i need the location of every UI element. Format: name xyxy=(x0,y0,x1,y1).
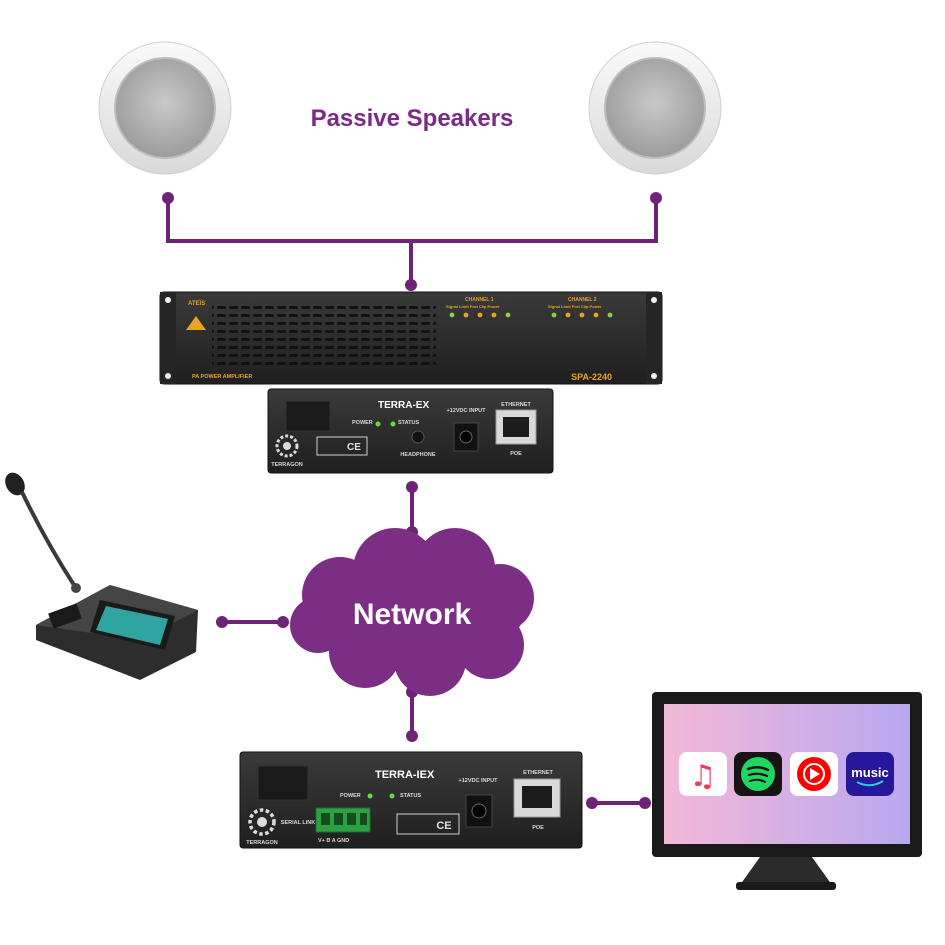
console-touchscreen xyxy=(96,606,168,645)
smart-tv: ♫ music xyxy=(652,692,922,890)
music-note-icon: ♫ xyxy=(690,759,717,794)
power-led xyxy=(375,421,381,427)
terra-ex-headphone-label: HEADPHONE xyxy=(400,452,435,458)
speaker-right xyxy=(588,41,722,175)
paging-microphone-console xyxy=(5,472,198,680)
terra-ex-brand: TERRAGON xyxy=(271,462,303,468)
speaker-connectors xyxy=(166,198,658,805)
power-amplifier: ATEÏS PA POWER AMPLIFIER SPA-2240 CHANNE… xyxy=(159,291,663,385)
amplifier-model: SPA-2240 xyxy=(571,372,612,382)
speaker-left xyxy=(98,41,232,175)
status-led xyxy=(389,793,395,799)
network-label: Network xyxy=(353,598,472,631)
terra-iex-name: TERRA-IEX xyxy=(375,769,435,781)
network-cloud xyxy=(290,528,534,696)
headphone-jack-icon xyxy=(411,430,425,444)
amplifier-indicators-2: Signal Limit Prot Clip Power xyxy=(548,304,602,309)
terra-iex-power-label: POWER xyxy=(340,793,361,799)
amazon-music-icon: music xyxy=(851,765,889,780)
youtube-music-app xyxy=(790,752,838,796)
ce-mark-box xyxy=(316,436,368,456)
amplifier-vents xyxy=(212,306,436,368)
amplifier-indicators-1: Signal Limit Prot Clip Power xyxy=(446,304,500,309)
spotify-app xyxy=(734,752,782,796)
amplifier-leds xyxy=(449,312,613,318)
ce-mark-icon: CE xyxy=(436,820,451,832)
terragon-gear-icon xyxy=(275,434,299,458)
terra-ex-ethernet-label: ETHERNET xyxy=(501,402,531,408)
amplifier-brand: ATEÏS xyxy=(188,300,205,307)
amplifier-caption: PA POWER AMPLIFIER xyxy=(192,374,252,380)
terra-ex-dc-label: +12VDC INPUT xyxy=(447,408,487,414)
amplifier-channel1: CHANNEL 1 xyxy=(465,297,494,303)
terra-ex-power-label: POWER xyxy=(352,420,373,426)
terragon-gear-icon xyxy=(248,808,276,836)
status-led xyxy=(390,421,396,427)
amplifier-logo-icon xyxy=(186,316,206,330)
terra-ex-poe-label: POE xyxy=(510,451,522,457)
terra-iex-device: TERRAGON SERIAL LINK V+ B A GND TERRA-IE… xyxy=(239,751,583,849)
terra-ex-status-label: STATUS xyxy=(398,420,420,426)
terra-iex-serial-label: SERIAL LINK xyxy=(281,820,315,826)
ce-mark-icon: CE xyxy=(347,442,361,453)
terra-iex-terminal-labels: V+ B A GND xyxy=(318,838,349,844)
terra-iex-status-label: STATUS xyxy=(400,793,422,799)
diagram-title: Passive Speakers xyxy=(311,105,514,132)
amazon-music-app: music xyxy=(846,752,894,796)
terra-ex-name: TERRA-EX xyxy=(378,400,429,411)
terra-iex-poe-label: POE xyxy=(532,825,544,831)
terra-ex-device: TERRAGON CE TERRA-EX POWER STATUS HEADPH… xyxy=(267,388,554,474)
apple-music-app: ♫ xyxy=(679,752,727,796)
terra-iex-brand: TERRAGON xyxy=(246,840,278,846)
power-led xyxy=(367,793,373,799)
dc-input-port-icon xyxy=(453,422,479,452)
ce-mark-box xyxy=(396,813,460,835)
terra-iex-ethernet-label: ETHERNET xyxy=(523,770,553,776)
amplifier-channel2: CHANNEL 2 xyxy=(568,297,597,303)
terra-iex-dc-label: +12VDC INPUT xyxy=(459,778,499,784)
